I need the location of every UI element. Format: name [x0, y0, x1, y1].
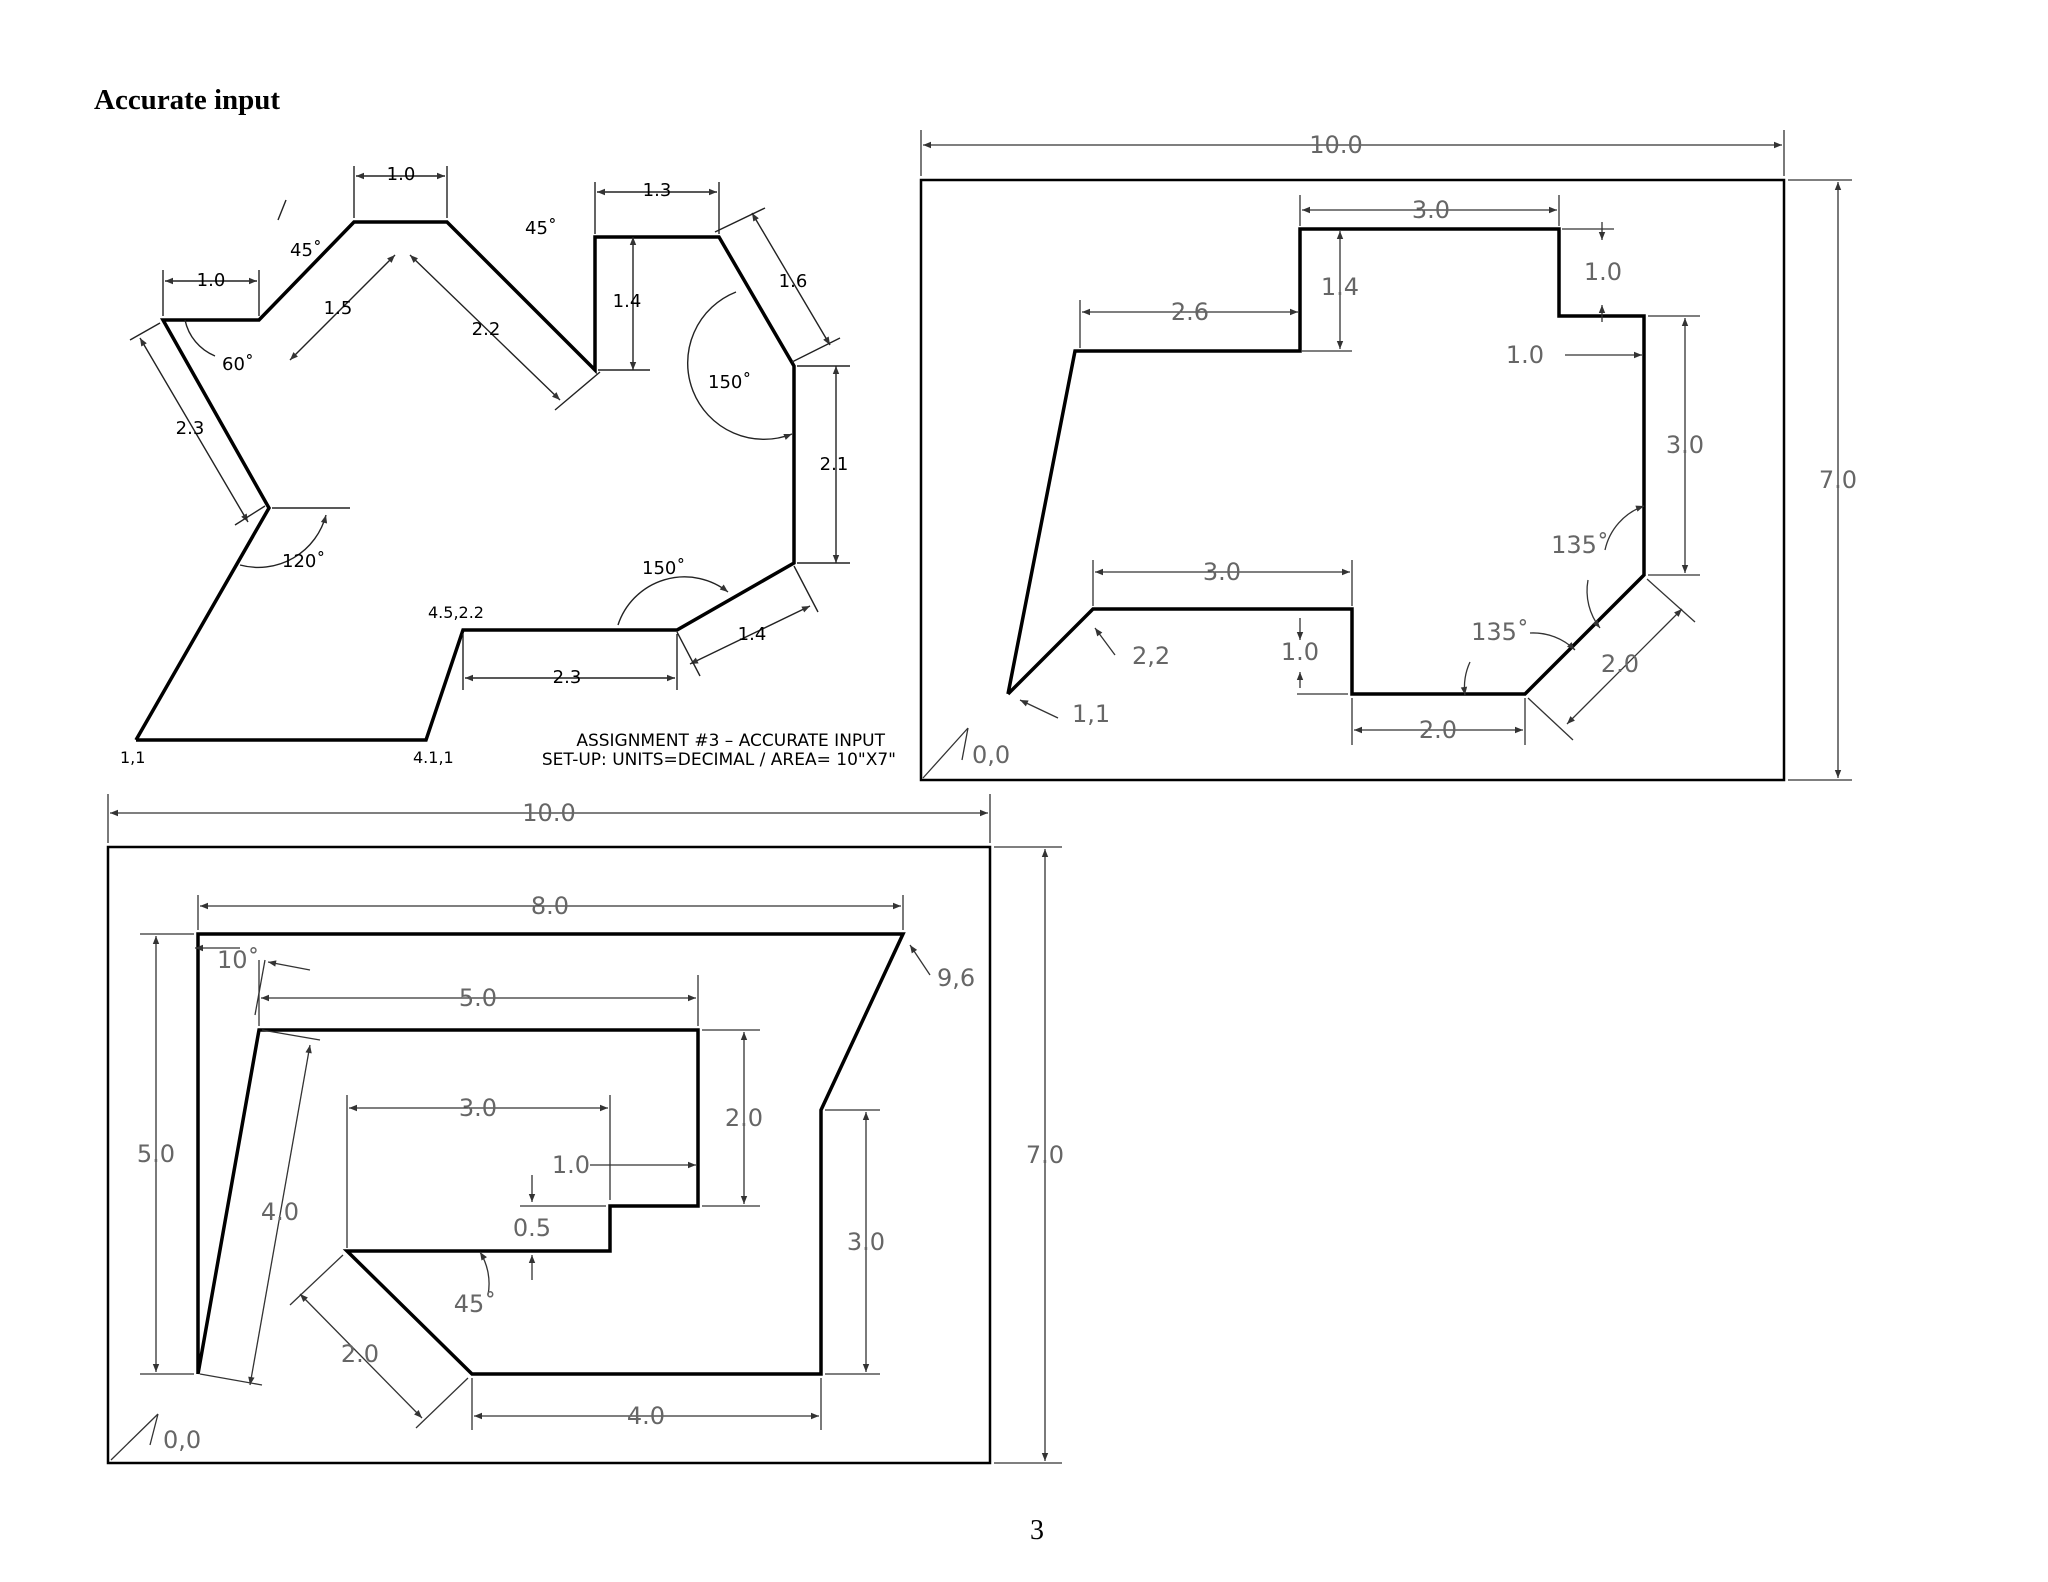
dim-1-4-vertical: 1.4 — [613, 291, 642, 312]
d2-dim-1-0-vertical: 1.0 — [1584, 258, 1622, 286]
dim-angle-150-upper: 150˚ — [708, 372, 751, 393]
d3-dim-2-0-vertical: 2.0 — [725, 1104, 763, 1132]
drawing-2-outline — [1006, 227, 1646, 696]
d3-dim-width: 10.0 — [522, 799, 575, 827]
d2-dim-width: 10.0 — [1309, 131, 1362, 159]
coord-1-1: 1,1 — [120, 748, 145, 767]
d3-coord-0-0: 0,0 — [163, 1426, 201, 1454]
drawing-1-outline — [134, 220, 796, 742]
dim-angle-60: 60˚ — [222, 354, 254, 375]
dim-left-1-0: 1.0 — [197, 270, 226, 291]
drawing-3-outer-outline — [196, 932, 906, 1376]
dim-top-1-0: 1.0 — [387, 164, 416, 185]
drawing-2-border — [919, 178, 1786, 782]
d3-dim-4-0-bottom: 4.0 — [627, 1402, 665, 1430]
coord-4-1-1: 4.1,1 — [413, 748, 454, 767]
d3-dim-2-0-diagonal: 2.0 — [341, 1340, 379, 1368]
dim-2-3-left: 2.3 — [176, 418, 205, 439]
d2-dim-3-0-top: 3.0 — [1412, 196, 1450, 224]
drawing-1-assignment: 1.0 1.0 1.3 45˚ 45˚ 1.5 2.2 1.4 1.6 60˚ … — [120, 164, 896, 770]
dim-top-1-3: 1.3 — [643, 180, 672, 201]
dim-angle-45-left: 45˚ — [290, 240, 322, 261]
d3-dim-10-deg: 10˚ — [217, 946, 260, 974]
d3-dim-4-0-diagonal: 4.0 — [261, 1198, 299, 1226]
d2-dim-2-0-bottom: 2.0 — [1419, 716, 1457, 744]
d2-dim-height: 7.0 — [1819, 466, 1857, 494]
d3-dim-3-0-inner: 3.0 — [459, 1094, 497, 1122]
caption-line-2: SET-UP: UNITS=DECIMAL / AREA= 10"X7" — [542, 750, 896, 770]
dim-angle-150-lower: 150˚ — [642, 558, 685, 579]
dim-angle-120: 120˚ — [282, 551, 325, 572]
dim-angle-45-right: 45˚ — [525, 218, 557, 239]
d3-dim-8-0: 8.0 — [531, 892, 569, 920]
d2-dim-1-4: 1.4 — [1321, 273, 1359, 301]
page-heading: Accurate input — [94, 84, 281, 116]
d2-dim-135-upper: 135˚ — [1551, 531, 1609, 559]
caption-line-1: ASSIGNMENT #3 – ACCURATE INPUT — [576, 731, 885, 751]
dim-2-3-bottom: 2.3 — [553, 667, 582, 688]
d3-dim-5-0-left: 5.0 — [137, 1140, 175, 1168]
d2-dim-2-6: 2.6 — [1171, 298, 1209, 326]
d2-coord-0-0: 0,0 — [972, 741, 1010, 769]
d3-dim-0-5: 0.5 — [513, 1214, 551, 1242]
d2-coord-1-1: 1,1 — [1072, 700, 1110, 728]
page-number: 3 — [1030, 1515, 1044, 1546]
d2-dim-2-0-diagonal: 2.0 — [1601, 650, 1639, 678]
dim-2-2: 2.2 — [472, 319, 501, 340]
dim-1-6: 1.6 — [779, 271, 808, 292]
dim-1-5: 1.5 — [324, 298, 353, 319]
d3-dim-3-0-right: 3.0 — [847, 1228, 885, 1256]
d2-dim-1-0-step: 1.0 — [1281, 638, 1319, 666]
drawing-3-border — [106, 845, 992, 1465]
dim-1-4-diagonal: 1.4 — [738, 624, 767, 645]
d3-dim-1-0: 1.0 — [552, 1151, 590, 1179]
d2-dim-3-0-right: 3.0 — [1666, 431, 1704, 459]
d3-dim-height: 7.0 — [1026, 1141, 1064, 1169]
coord-4-5-2-2: 4.5,2.2 — [428, 603, 484, 622]
drawing-2-frame: 10.0 7.0 3.0 2.6 1.4 1.0 1.0 3.0 135˚ 3.… — [919, 130, 1857, 782]
drawing-3-frame: 10.0 7.0 8.0 9,6 10˚ 5.0 5.0 4.0 2.0 3.0… — [106, 794, 1064, 1465]
d2-dim-3-0-mid: 3.0 — [1203, 558, 1241, 586]
d3-dim-5-0-top: 5.0 — [459, 984, 497, 1012]
d2-dim-135-lower: 135˚ — [1471, 618, 1529, 646]
dim-2-1: 2.1 — [820, 454, 849, 475]
d2-dim-1-0-horizontal: 1.0 — [1506, 341, 1544, 369]
d2-coord-2-2: 2,2 — [1132, 642, 1170, 670]
d3-coord-9-6: 9,6 — [937, 964, 975, 992]
d3-dim-45-deg: 45˚ — [454, 1290, 497, 1318]
